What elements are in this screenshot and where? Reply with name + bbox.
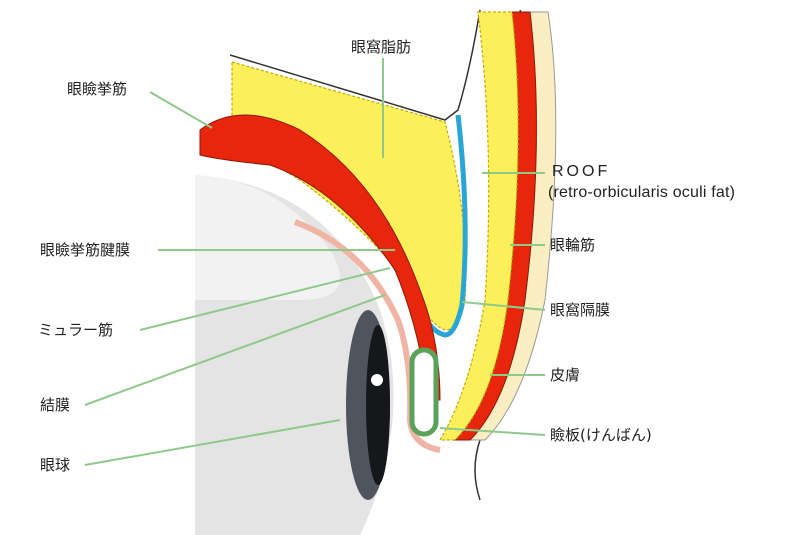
roof-fat bbox=[438, 11, 519, 441]
label-orbital-fat: 眼窩脂肪 bbox=[351, 38, 412, 56]
label-muller: ミュラー筋 bbox=[38, 321, 114, 339]
label-septum: 眼窩隔膜 bbox=[550, 301, 611, 319]
conjunctiva bbox=[293, 219, 441, 453]
leader-tarsus bbox=[439, 427, 546, 436]
label-roof-title: ROOF bbox=[552, 163, 611, 180]
label-levator: 眼瞼挙筋 bbox=[67, 80, 128, 98]
label-tarsus: 瞼板(けんばん) bbox=[550, 426, 652, 444]
label-skin: 皮膚 bbox=[550, 366, 581, 384]
label-orbicularis: 眼輪筋 bbox=[550, 236, 596, 254]
label-levator-aponeurosis: 眼瞼挙筋腱膜 bbox=[40, 241, 131, 259]
pupil-highlight bbox=[371, 374, 383, 386]
label-conjunctiva: 結膜 bbox=[40, 396, 71, 414]
leader-septum bbox=[461, 301, 546, 311]
leader-levator bbox=[149, 91, 213, 129]
leader-muller bbox=[139, 267, 391, 331]
leader-eyeball bbox=[84, 419, 341, 466]
levator-muscle bbox=[199, 114, 441, 401]
tarsus bbox=[409, 347, 439, 437]
skin-outline bbox=[229, 9, 481, 121]
label-roof-sub: (retro-orbicularis oculi fat) bbox=[548, 184, 736, 201]
leader-conjunctiva bbox=[84, 294, 386, 406]
label-eyeball: 眼球 bbox=[40, 456, 71, 474]
pupil bbox=[366, 325, 390, 485]
eyeball-shading bbox=[195, 175, 340, 300]
